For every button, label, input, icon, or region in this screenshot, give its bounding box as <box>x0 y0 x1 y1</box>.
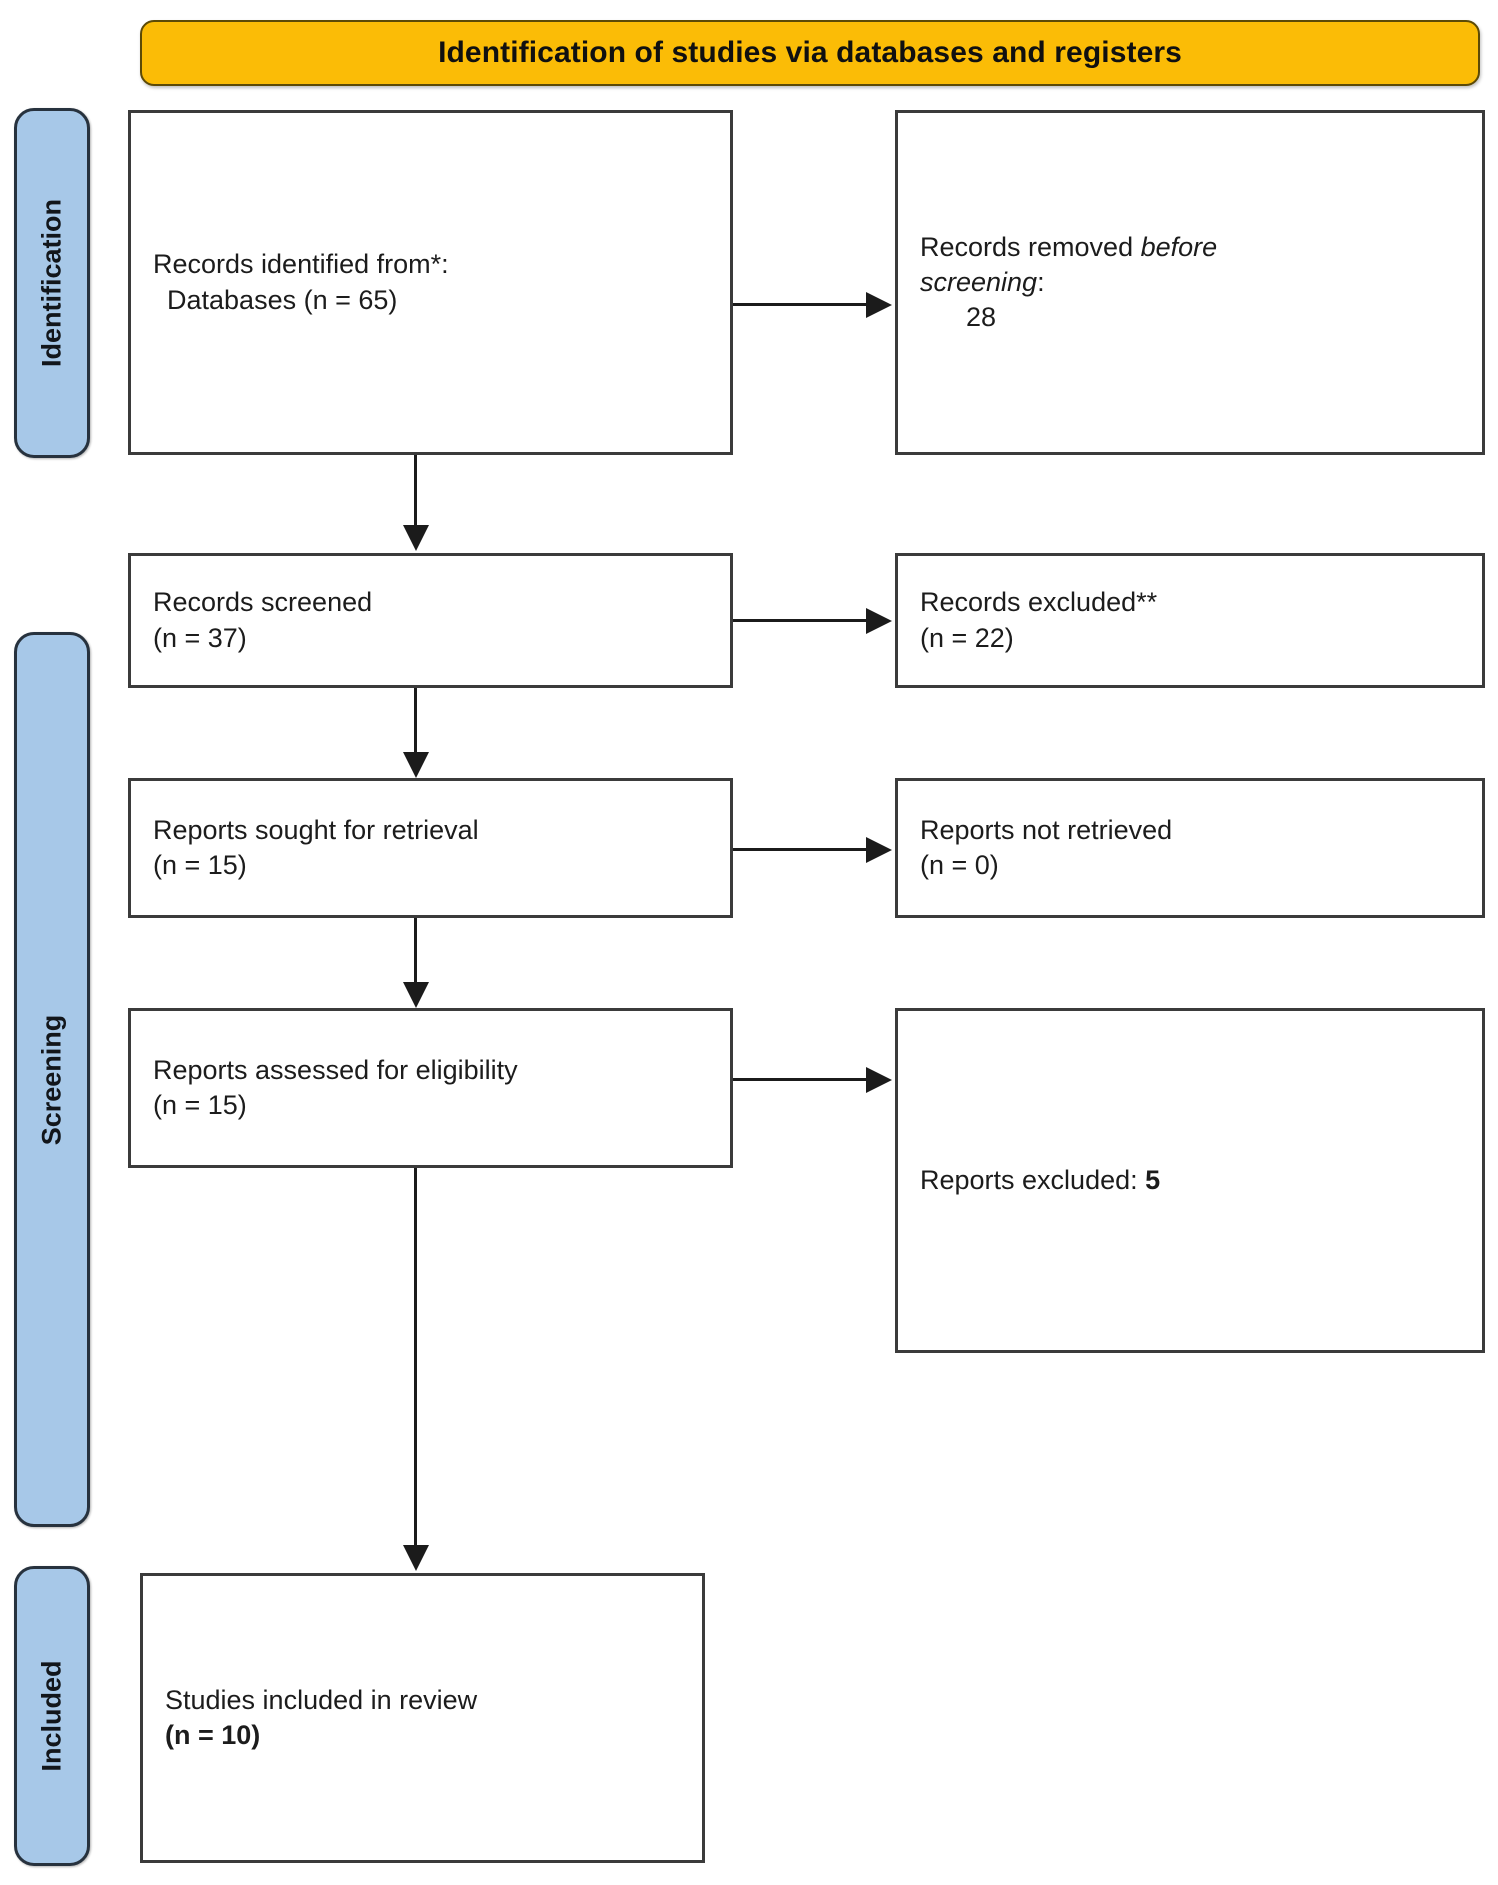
reports-sought-line-2: (n = 15) <box>153 850 247 880</box>
records-excluded-line-1: Records excluded** <box>920 587 1158 618</box>
stage-label-included: Included <box>36 1660 67 1772</box>
records-removed-line-1: Records removed before <box>920 230 1460 265</box>
connector-assessed-to-excluded <box>733 1078 868 1081</box>
box-records-removed: Records removed before screening: 28 <box>895 110 1485 455</box>
box-reports-sought: Reports sought for retrieval (n = 15) <box>128 778 733 918</box>
connector-screened-to-excluded <box>733 619 868 622</box>
connector-sought-to-assessed <box>414 918 417 996</box>
reports-sought-line-1: Reports sought for retrieval <box>153 814 479 845</box>
connector-identified-to-screened <box>414 455 417 540</box>
stage-label-identification: Identification <box>36 199 67 367</box>
arrowhead-assessed-to-excluded <box>866 1067 892 1093</box>
records-screened-line-2: (n = 37) <box>153 622 247 653</box>
records-removed-italic-before: before <box>1140 231 1218 262</box>
records-excluded-line-2: (n = 22) <box>920 622 1014 653</box>
arrowhead-identified-to-screened <box>403 525 429 551</box>
reports-not-retrieved-line-2: (n = 0) <box>920 850 999 880</box>
records-identified-line-2: Databases (n = 65) <box>167 284 398 315</box>
records-identified-line-1: Records identified from*: <box>153 249 449 280</box>
arrowhead-screened-to-excluded <box>866 608 892 634</box>
studies-included-line-1: Studies included in review <box>165 1684 478 1715</box>
box-reports-assessed: Reports assessed for eligibility (n = 15… <box>128 1008 733 1168</box>
box-records-excluded: Records excluded** (n = 22) <box>895 553 1485 688</box>
arrowhead-sought-to-not-retrieved <box>866 837 892 863</box>
records-removed-italic-screening: screening <box>920 266 1038 297</box>
reports-excluded-count: 5 <box>1145 1164 1161 1195</box>
connector-assessed-to-included <box>414 1168 417 1558</box>
arrowhead-identified-to-removed <box>866 292 892 318</box>
box-records-screened: Records screened (n = 37) <box>128 553 733 688</box>
studies-included-line-2: (n = 10) <box>165 1720 261 1750</box>
reports-excluded-prefix: Reports excluded: <box>920 1164 1146 1195</box>
arrowhead-assessed-to-included <box>403 1545 429 1571</box>
records-removed-colon: : <box>1037 266 1045 297</box>
stage-bar-included: Included <box>14 1566 90 1866</box>
stage-bar-screening: Screening <box>14 632 90 1527</box>
arrowhead-screened-to-sought <box>403 752 429 778</box>
box-reports-not-retrieved: Reports not retrieved (n = 0) <box>895 778 1485 918</box>
stage-label-screening: Screening <box>36 1014 67 1145</box>
arrowhead-sought-to-assessed <box>403 982 429 1008</box>
records-removed-line-2: screening: <box>920 265 1460 300</box>
box-studies-included: Studies included in review (n = 10) <box>140 1573 705 1863</box>
records-screened-line-1: Records screened <box>153 587 373 618</box>
box-reports-excluded: Reports excluded: 5 <box>895 1008 1485 1353</box>
reports-assessed-line-2: (n = 15) <box>153 1090 247 1120</box>
stage-bar-identification: Identification <box>14 108 90 458</box>
reports-not-retrieved-line-1: Reports not retrieved <box>920 814 1173 845</box>
reports-excluded-line-1: Reports excluded: 5 <box>920 1163 1460 1198</box>
box-records-identified: Records identified from*: Databases (n =… <box>128 110 733 455</box>
connector-sought-to-not-retrieved <box>733 848 868 851</box>
records-removed-prefix: Records removed <box>920 231 1141 262</box>
phase-banner-identification: Identification of studies via databases … <box>140 20 1480 86</box>
connector-identified-to-removed <box>733 303 868 306</box>
records-removed-count: 28 <box>966 302 997 333</box>
reports-assessed-line-1: Reports assessed for eligibility <box>153 1054 518 1085</box>
connector-screened-to-sought <box>414 688 417 766</box>
